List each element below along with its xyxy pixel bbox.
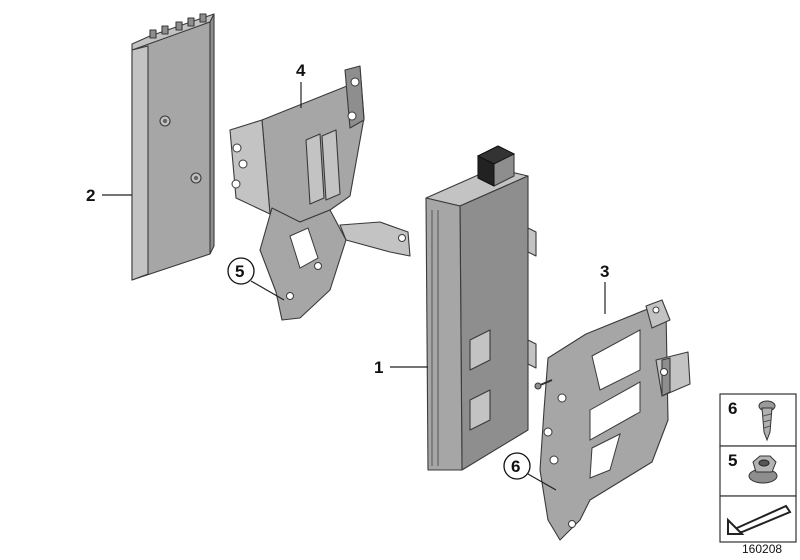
callout-6-circle: 6 [503,452,557,491]
diagram-code: 160208 [742,542,782,556]
svg-text:2: 2 [86,186,95,205]
legend-nut: 5 [728,451,778,484]
callout-1: 1 [374,358,428,377]
part-3-bracket [534,299,691,541]
callout-2: 2 [86,186,132,205]
part-1-control-unit [425,145,537,471]
svg-text:3: 3 [600,262,609,281]
legend-gasket-arrow-icon [727,504,792,535]
legend-screw: 6 [728,399,776,442]
svg-text:5: 5 [728,451,737,470]
svg-text:1: 1 [374,358,383,377]
callout-4: 4 [296,61,306,108]
svg-text:5: 5 [235,262,244,281]
svg-text:6: 6 [728,399,737,418]
part-4-bracket [229,65,411,321]
svg-text:6: 6 [511,457,520,476]
svg-text:4: 4 [296,61,306,80]
part-2-module [131,13,215,281]
callout-3: 3 [600,262,609,314]
callout-5-circle: 5 [227,257,285,301]
